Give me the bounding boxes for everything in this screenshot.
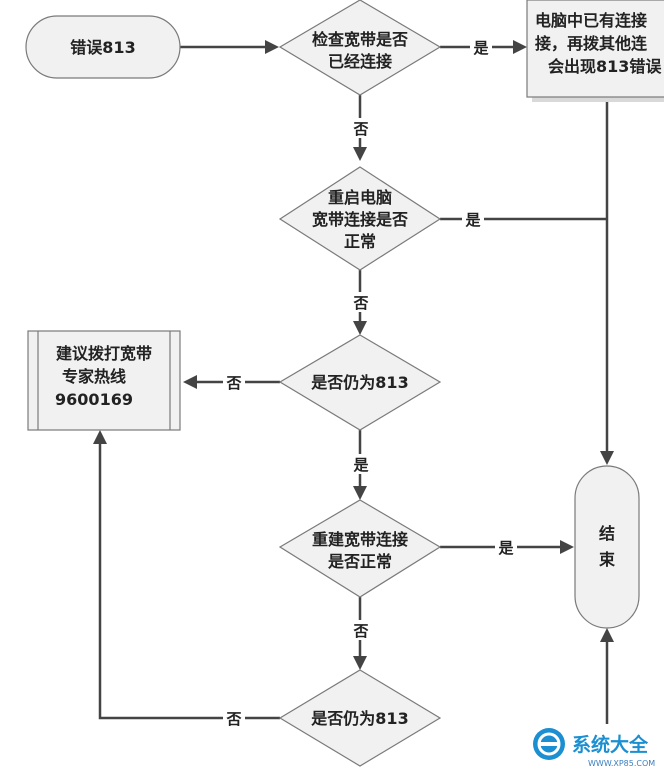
node-start-label: 错误813 bbox=[70, 38, 135, 57]
arrowhead-icon bbox=[353, 321, 367, 335]
node-hotline-line2: 专家热线 bbox=[62, 367, 126, 386]
edge-label-rebuild-yes: 是 bbox=[497, 539, 514, 557]
edge-label-rebuild-no: 否 bbox=[352, 622, 368, 640]
arrowhead-icon bbox=[353, 486, 367, 500]
edge-label-still-a-yes: 是 bbox=[352, 456, 369, 474]
node-rebuild-connection-line1: 重建宽带连接 bbox=[312, 530, 408, 549]
arrowhead-icon bbox=[265, 40, 279, 54]
node-already-connected-line1: 电脑中已有连接 bbox=[535, 11, 647, 30]
node-check-connected-line1: 检查宽带是否 bbox=[312, 30, 408, 49]
node-still-813-b-label: 是否仍为813 bbox=[310, 709, 408, 728]
node-already-connected-line3: 会出现813错误 bbox=[548, 57, 662, 76]
node-rebuild-connection: 重建宽带连接 是否正常 bbox=[278, 499, 442, 598]
node-rebuild-connection-line2: 是否正常 bbox=[327, 552, 392, 571]
edge-label-check-yes: 是 bbox=[472, 39, 489, 57]
watermark-text: 系统大全 bbox=[572, 733, 649, 756]
arrowhead-icon bbox=[513, 40, 527, 54]
arrowhead-icon bbox=[93, 430, 107, 444]
node-hotline-line3: 9600169 bbox=[55, 390, 133, 409]
node-hotline-line1: 建议拨打宽带 bbox=[56, 344, 152, 363]
node-restart-pc: 重启电脑 宽带连接是否 正常 bbox=[278, 166, 442, 271]
node-end: 结 束 bbox=[574, 465, 640, 629]
node-check-connected: 检查宽带是否 已经连接 bbox=[278, 0, 442, 96]
node-hotline: 建议拨打宽带 专家热线 9600169 bbox=[27, 330, 181, 431]
node-check-connected-line2: 已经连接 bbox=[328, 52, 392, 71]
node-restart-pc-line2: 宽带连接是否 bbox=[312, 210, 408, 229]
arrowhead-icon bbox=[600, 628, 614, 642]
edge-label-restart-no: 否 bbox=[352, 294, 368, 312]
arrowhead-icon bbox=[560, 540, 574, 554]
node-still-813-b: 是否仍为813 bbox=[278, 669, 442, 767]
node-start: 错误813 bbox=[25, 15, 181, 79]
edge-still-b-no bbox=[98, 444, 280, 720]
arrowhead-icon bbox=[600, 451, 614, 465]
arrowhead-icon bbox=[183, 375, 197, 389]
edge-labels: 是 否 是 否 否 是 是 否 否 bbox=[223, 37, 517, 728]
watermark: 系统大全 WWW.XP85.COM bbox=[528, 724, 664, 772]
node-still-813-a: 是否仍为813 bbox=[278, 334, 442, 431]
node-still-813-a-label: 是否仍为813 bbox=[310, 373, 408, 392]
node-restart-pc-line3: 正常 bbox=[344, 232, 376, 251]
node-end-line1: 结 bbox=[598, 524, 615, 543]
node-already-connected-line2: 接，再拨其他连 bbox=[535, 34, 648, 53]
node-end-line2: 束 bbox=[599, 550, 616, 569]
node-already-connected: 电脑中已有连接 接，再拨其他连 会出现813错误 bbox=[526, 0, 664, 102]
watermark-url: WWW.XP85.COM bbox=[588, 759, 655, 768]
arrowhead-icon bbox=[353, 147, 367, 161]
arrowhead-icon bbox=[353, 656, 367, 670]
edge-label-check-no: 否 bbox=[352, 120, 368, 138]
edge-label-restart-yes: 是 bbox=[464, 211, 481, 229]
edge-label-still-b-no: 否 bbox=[225, 710, 241, 728]
node-restart-pc-line1: 重启电脑 bbox=[328, 188, 392, 207]
edge-label-still-a-no: 否 bbox=[225, 374, 241, 392]
